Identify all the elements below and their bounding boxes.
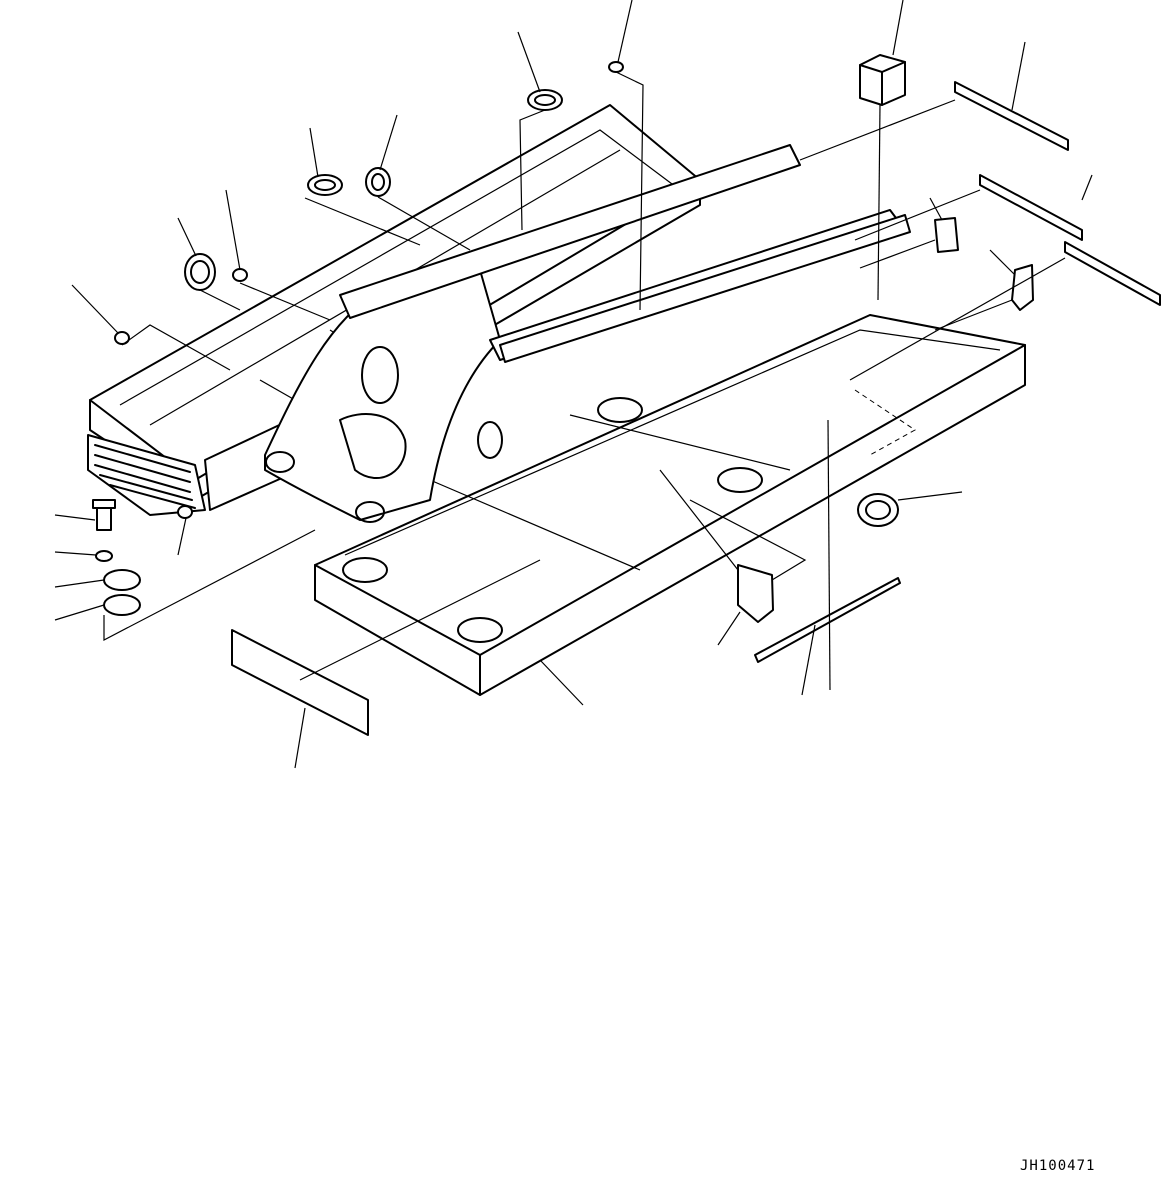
exploded-parts (92, 54, 1161, 736)
lower-frame (314, 314, 1026, 696)
boom-bracket (264, 269, 503, 523)
side-beams (339, 144, 911, 363)
drawing-code: JH100471 (1020, 1158, 1096, 1174)
leader-lines (54, 0, 1093, 769)
